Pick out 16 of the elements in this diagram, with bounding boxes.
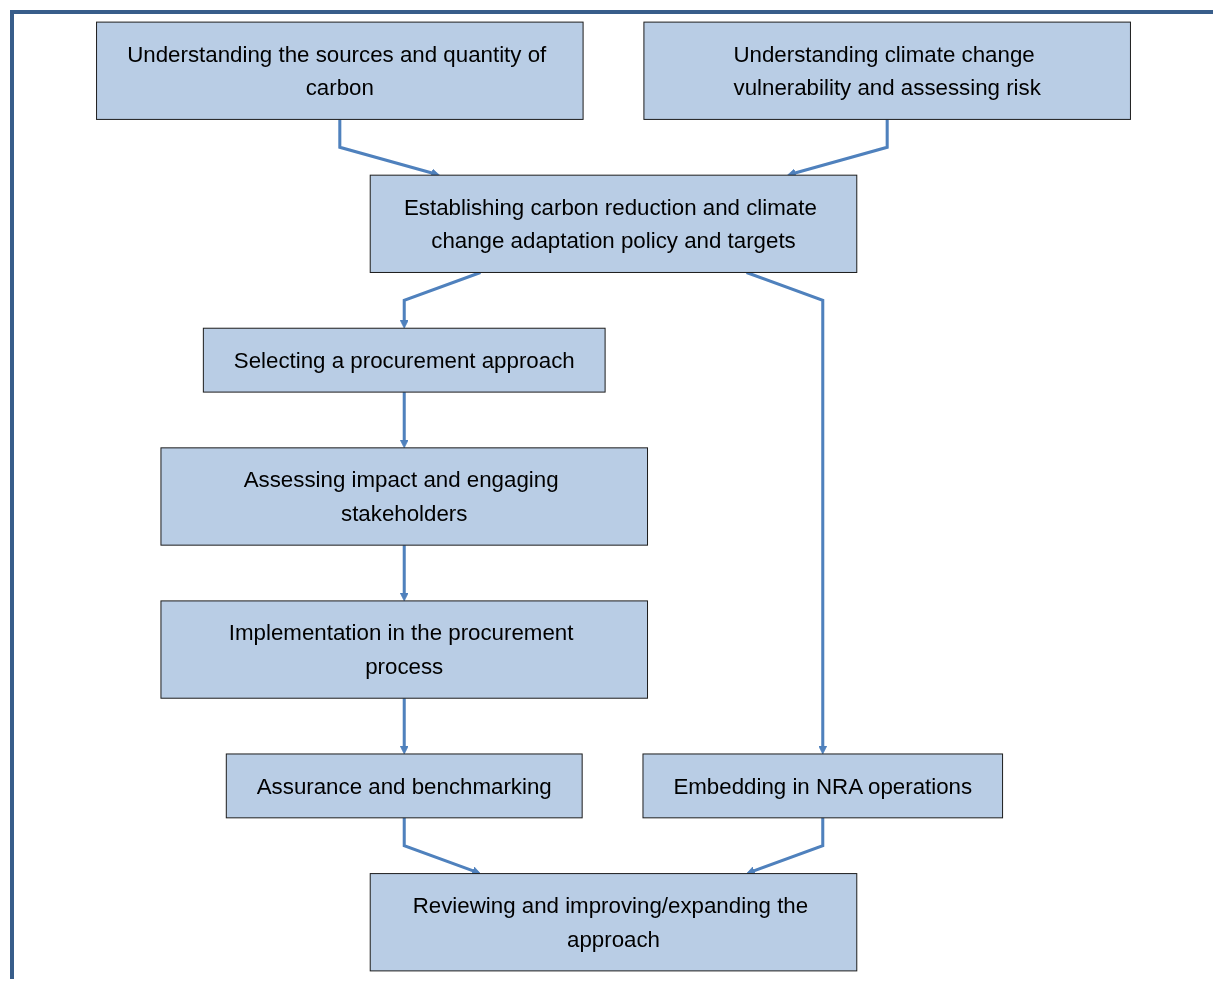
arrow: [399, 698, 409, 755]
node-box: Understanding climate change vulnerability and assessing risk: [643, 21, 1131, 120]
arrow: [746, 817, 825, 875]
node-box: Reviewing and improving/expanding the approach: [369, 873, 858, 972]
node-box: Assurance and benchmarking: [225, 753, 583, 819]
node-box: Embedding in NRA operations: [642, 753, 1004, 819]
arrow: [399, 271, 481, 329]
node-box: Establishing carbon reduction and climate change adaptation policy and targets: [369, 174, 858, 273]
node-box: Implementation in the procurement process: [160, 600, 648, 699]
arrow: [399, 545, 409, 602]
arrow: [399, 392, 409, 449]
node-box: Selecting a procurement approach: [202, 327, 606, 393]
node-box: Assessing impact and engaging stakeholders: [160, 447, 648, 546]
arrow: [402, 817, 481, 875]
arrow: [746, 271, 828, 755]
node-box: Understanding the sources and quantity of carbon: [96, 21, 584, 120]
